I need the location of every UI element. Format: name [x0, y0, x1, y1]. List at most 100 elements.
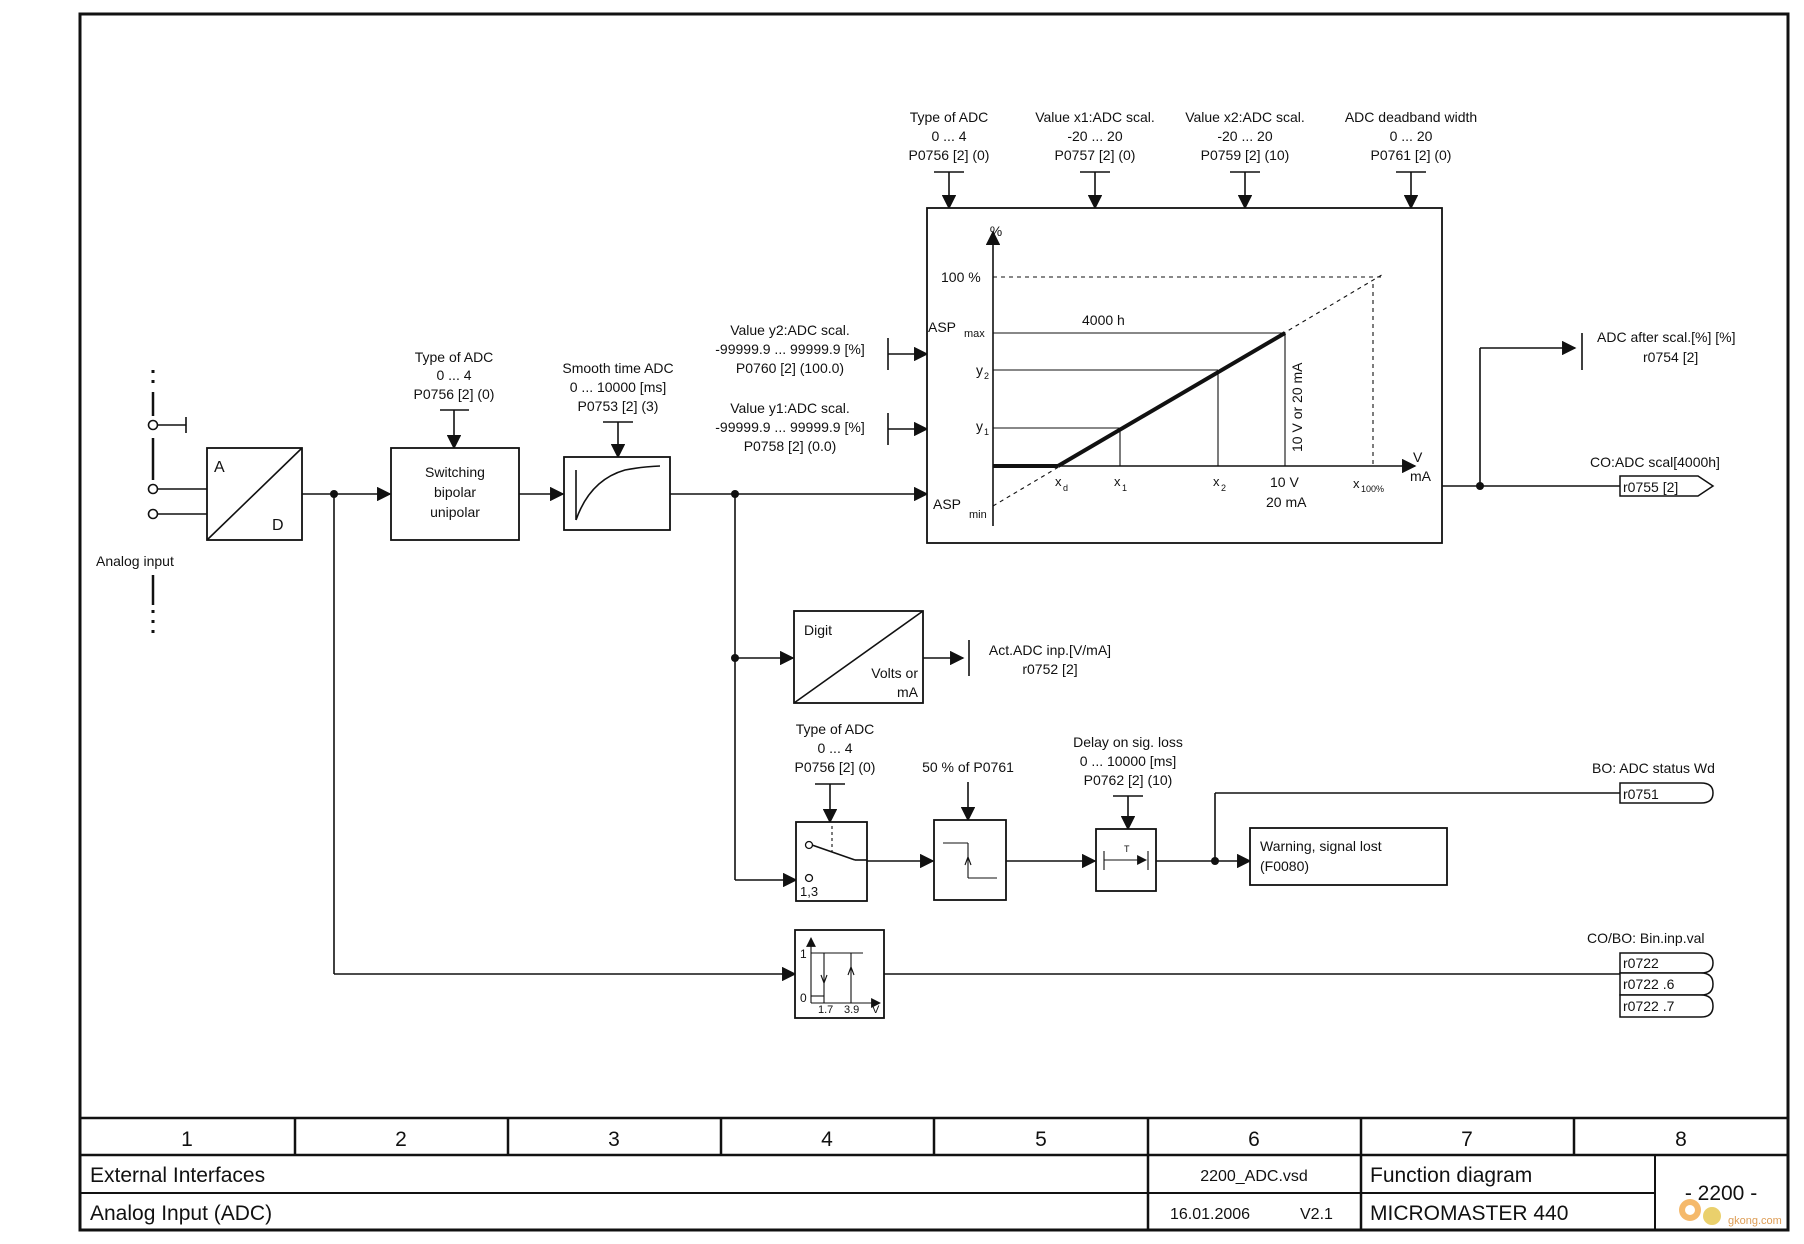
- chart-x2-sub: 2: [1221, 483, 1226, 493]
- type-adc-switch-block: Type of ADC 0 ... 4 P0756 [2] (0) 1,3: [795, 721, 875, 902]
- top-param-range: 0 ... 4: [931, 128, 966, 144]
- warning-signal-lost-box: Warning, signal lost (F0080): [1249, 827, 1448, 886]
- bin-id-1: r0722 .6: [1623, 976, 1675, 992]
- footer-col-1: 1: [181, 1128, 193, 1151]
- digit-out-title: Act.ADC inp.[V/mA]: [989, 642, 1111, 658]
- top-param-title: ADC deadband width: [1345, 109, 1477, 125]
- chart-vertical-label: 10 V or 20 mA: [1289, 362, 1305, 452]
- hyst-v: V: [872, 1004, 880, 1016]
- digit-volts-block: Digit Volts or mA Act.ADC inp.[V/mA] r07…: [793, 610, 1111, 704]
- output-bin-inp-val: CO/BO: Bin.inp.val r0722 r0722 .6 r0722 …: [1587, 930, 1714, 1018]
- warning-line2: (F0080): [1260, 858, 1309, 874]
- footer-version: V2.1: [1300, 1206, 1333, 1223]
- hyst-zero: 0: [800, 991, 807, 1005]
- sheet-frame: [78, 12, 1790, 1232]
- threshold-block: 50 % of P0761: [922, 759, 1014, 901]
- ad-label-d: D: [272, 517, 284, 534]
- chart-x2: x: [1213, 474, 1220, 489]
- footer-col-7: 7: [1461, 1128, 1473, 1151]
- y1-scaling-param: Value y1:ADC scal. -99999.9 ... 99999.9 …: [715, 400, 929, 454]
- switching-line1: Switching: [425, 464, 485, 480]
- chart-4000h: 4000 h: [1082, 312, 1125, 328]
- digit-ma: mA: [897, 684, 919, 700]
- chart-x-unit-ma: mA: [1410, 468, 1432, 484]
- chart-y-100: 100 %: [941, 269, 981, 285]
- footer-col-6: 6: [1248, 1128, 1260, 1151]
- digit-out-id: r0752 [2]: [1022, 661, 1077, 677]
- top-param-title: Value x1:ADC scal.: [1035, 109, 1155, 125]
- chart-x100-sub: 100%: [1361, 484, 1384, 494]
- delay-id: P0762 [2] (10): [1084, 772, 1173, 788]
- bin-id-2: r0722 .7: [1623, 998, 1675, 1014]
- scal-id: r0755 [2]: [1623, 479, 1678, 495]
- smooth-param-title: Smooth time ADC: [562, 360, 673, 376]
- chart-xd-sub: d: [1063, 483, 1068, 493]
- top-param-id: P0759 [2] (10): [1201, 147, 1290, 163]
- top-param-id: P0761 [2] (0): [1371, 147, 1452, 163]
- footer-doc-type: Function diagram: [1370, 1164, 1532, 1187]
- top-param-title: Type of ADC: [910, 109, 989, 125]
- smooth-param-id: P0753 [2] (3): [578, 398, 659, 414]
- digit-title: Digit: [804, 622, 832, 638]
- after-scal-title: ADC after scal.[%] [%]: [1597, 329, 1735, 345]
- y2-id: P0760 [2] (100.0): [736, 360, 844, 376]
- analog-input-label: Analog input: [96, 553, 174, 569]
- chart-y2-sub: 2: [984, 371, 989, 381]
- y1-id: P0758 [2] (0.0): [744, 438, 837, 454]
- status-id: r0751: [1623, 786, 1659, 802]
- switching-line2: bipolar: [434, 484, 476, 500]
- pct-label: 50 % of P0761: [922, 759, 1014, 775]
- y1-range: -99999.9 ... 99999.9 [%]: [715, 419, 864, 435]
- footer-file: 2200_ADC.vsd: [1200, 1168, 1308, 1185]
- top-param-x2: Value x2:ADC scal. -20 ... 20 P0759 [2] …: [1185, 109, 1305, 210]
- title-block: 1 2 3 4 5 6 7 8 External Interfaces Anal…: [80, 1116, 1788, 1230]
- analog-input-terminal: Analog input: [96, 370, 207, 635]
- footer-col-8: 8: [1675, 1128, 1687, 1151]
- hyst-one: 1: [800, 947, 807, 961]
- footer-section: External Interfaces: [90, 1164, 265, 1187]
- chart-xd: x: [1055, 474, 1062, 489]
- footer-col-4: 4: [821, 1128, 833, 1151]
- y2-range: -99999.9 ... 99999.9 [%]: [715, 341, 864, 357]
- warning-line1: Warning, signal lost: [1260, 838, 1382, 854]
- switch-label: 1,3: [800, 884, 818, 899]
- y2-scaling-param: Value y2:ADC scal. -99999.9 ... 99999.9 …: [715, 322, 929, 376]
- footer-col-2: 2: [395, 1128, 407, 1151]
- chart-x1-sub: 1: [1122, 483, 1127, 493]
- chart-asp-max: ASP: [928, 319, 956, 335]
- watermark-logo: gkong.com: [1679, 1199, 1782, 1227]
- top-param-id: P0757 [2] (0): [1055, 147, 1136, 163]
- chart-20ma: 20 mA: [1266, 494, 1307, 510]
- lower-type-range: 0 ... 4: [817, 740, 852, 756]
- ad-label-a: A: [214, 459, 225, 476]
- top-param-range: -20 ... 20: [1067, 128, 1122, 144]
- bin-id-0: r0722: [1623, 955, 1659, 971]
- top-param-deadband: ADC deadband width 0 ... 20 P0761 [2] (0…: [1345, 109, 1477, 210]
- top-param-x1: Value x1:ADC scal. -20 ... 20 P0757 [2] …: [1035, 109, 1155, 210]
- top-param-range: -20 ... 20: [1217, 128, 1272, 144]
- output-adc-scal: CO:ADC scal[4000h] r0755 [2]: [1590, 454, 1720, 497]
- smoothing-filter-block: Smooth time ADC 0 ... 10000 [ms] P0753 […: [562, 360, 674, 531]
- smooth-param-range: 0 ... 10000 [ms]: [570, 379, 667, 395]
- switching-line3: unipolar: [430, 504, 480, 520]
- footer-page: - 2200 -: [1685, 1182, 1757, 1205]
- ad-converter-block: A D: [206, 447, 303, 541]
- top-param-type-adc: Type of ADC 0 ... 4 P0756 [2] (0): [909, 109, 990, 210]
- delay-title: Delay on sig. loss: [1073, 734, 1183, 750]
- adc-scaling-chart: % 100 % ASP max y 2 y 1 ASP min x d x 1 …: [926, 207, 1443, 544]
- chart-y-unit: %: [990, 223, 1002, 239]
- chart-10v: 10 V: [1270, 474, 1299, 490]
- chart-x-unit-v: V: [1413, 449, 1423, 465]
- status-title: BO: ADC status Wd: [1592, 760, 1715, 776]
- chart-y2-label: y: [976, 362, 983, 378]
- y1-title: Value y1:ADC scal.: [730, 400, 850, 416]
- top-param-id: P0756 [2] (0): [909, 147, 990, 163]
- switching-param-range: 0 ... 4: [436, 367, 471, 383]
- footer-date: 16.01.2006: [1170, 1206, 1250, 1223]
- lower-type-title: Type of ADC: [796, 721, 875, 737]
- chart-y1-sub: 1: [984, 427, 989, 437]
- output-adc-after-scal: ADC after scal.[%] [%] r0754 [2]: [1597, 329, 1735, 365]
- footer-subsection: Analog Input (ADC): [90, 1202, 272, 1225]
- switching-bipolar-unipolar-block: Type of ADC 0 ... 4 P0756 [2] (0) Switch…: [390, 349, 520, 541]
- chart-asp-min: ASP: [933, 496, 961, 512]
